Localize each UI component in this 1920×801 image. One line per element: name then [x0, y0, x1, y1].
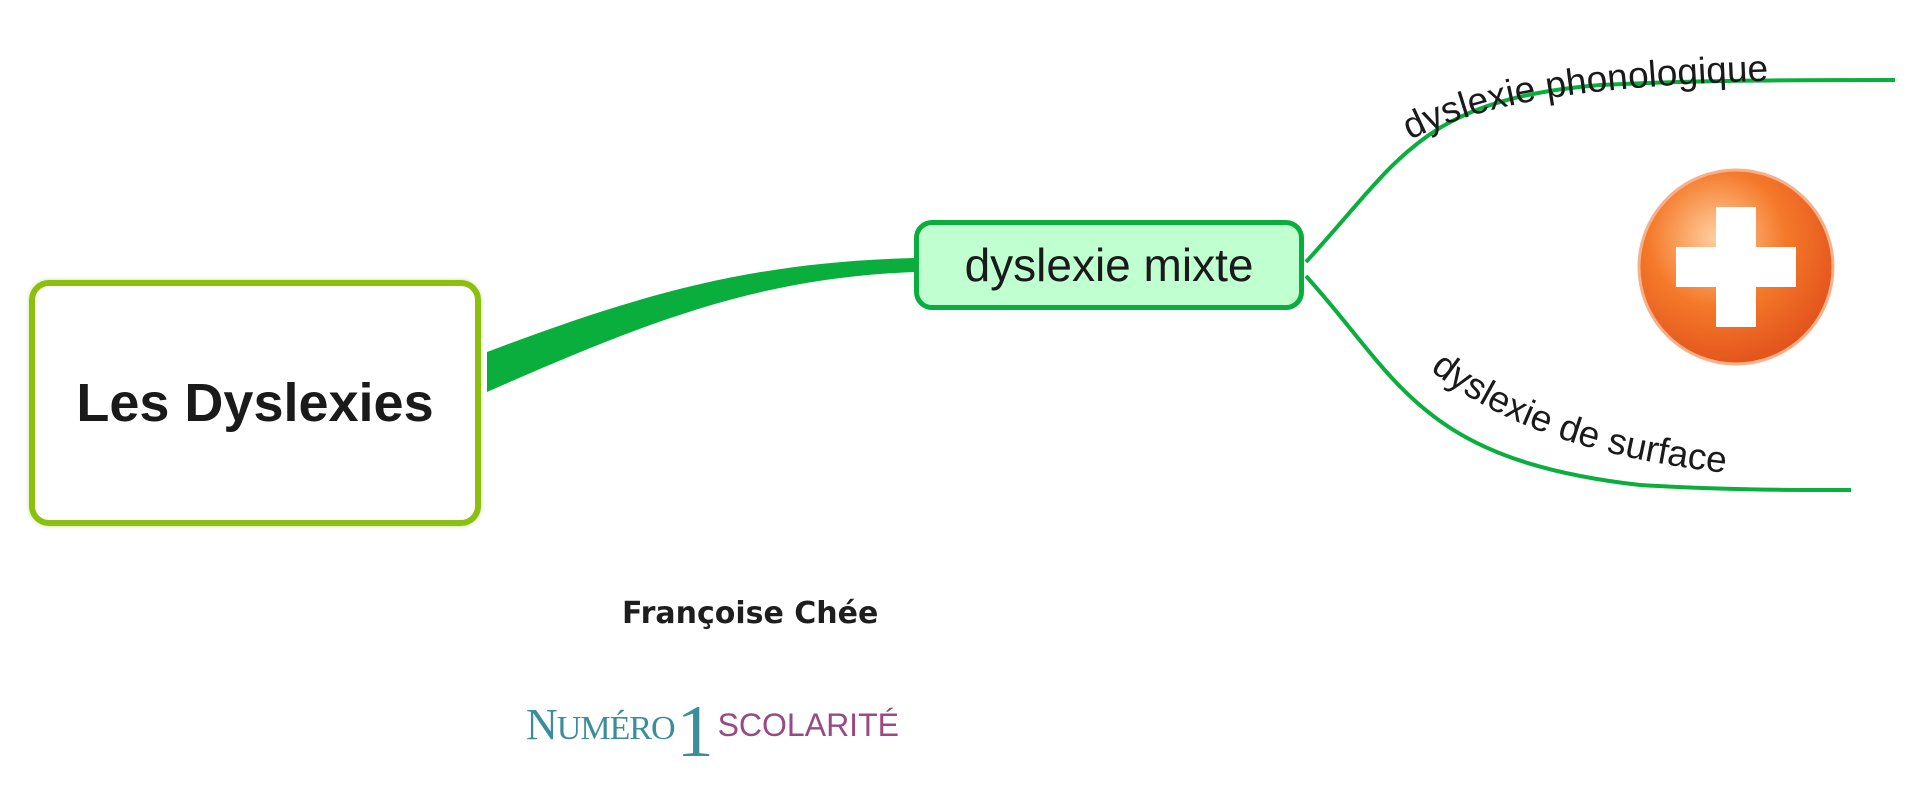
branch-central-to-mixte: [487, 258, 914, 392]
logo-part2: SCOLARITÉ: [717, 707, 899, 743]
central-topic-label: Les Dyslexies: [76, 373, 434, 433]
main-topic-label: dyslexie mixte: [964, 239, 1254, 291]
author-name: Françoise Chée: [622, 596, 879, 631]
branch-surface: [1304, 274, 1852, 492]
plus-circle-icon[interactable]: [1637, 168, 1835, 366]
branch-phonologique: [1304, 78, 1896, 264]
logo-number: 1: [676, 691, 714, 773]
subtopic-phonologique[interactable]: dyslexie phonologique: [1396, 48, 1769, 148]
numero1-logo: NUMÉRO 1 SCOLARITÉ: [526, 680, 899, 769]
main-topic-mixte[interactable]: dyslexie mixte: [914, 220, 1304, 310]
logo-part1: NUMÉRO: [526, 700, 676, 749]
subtopic-surface[interactable]: dyslexie de surface: [1425, 344, 1729, 481]
central-topic[interactable]: Les Dyslexies: [29, 280, 481, 526]
